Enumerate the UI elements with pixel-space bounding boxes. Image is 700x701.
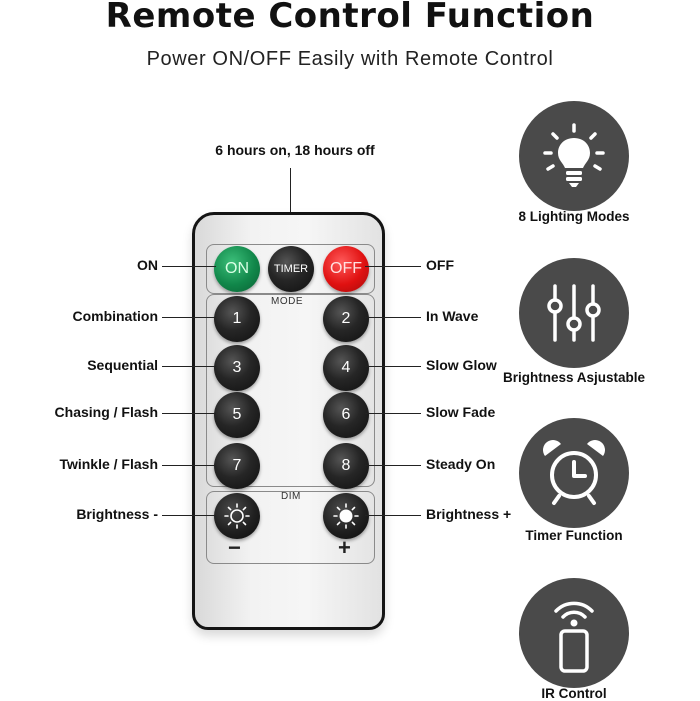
mode-button-2[interactable]: 2: [323, 296, 369, 342]
feature-ir-control: [519, 578, 629, 688]
leader-line: [162, 413, 216, 414]
label-brightness-plus: Brightness +: [426, 506, 512, 522]
dim-label: DIM: [281, 491, 301, 502]
label-brightness-minus: Brightness -: [76, 506, 158, 522]
mode-button-7[interactable]: 7: [214, 443, 260, 489]
label-off: OFF: [426, 257, 454, 273]
off-button[interactable]: OFF: [323, 246, 369, 292]
remote-control: MODE DIM ON TIMER OFF 1 2 3 4 5 6 7 8: [192, 212, 385, 630]
label-twinkle-flash: Twinkle / Flash: [59, 456, 158, 472]
mode-button-4[interactable]: 4: [323, 345, 369, 391]
feature-label-ir-control: IR Control: [541, 686, 607, 701]
sliders-icon: [547, 284, 601, 342]
mode-label: MODE: [271, 296, 303, 307]
leader-line: [365, 465, 421, 466]
leader-line: [365, 366, 421, 367]
leader-line: [162, 366, 216, 367]
timer-callout-line: [290, 168, 291, 246]
power-panel: [206, 244, 375, 294]
feature-timer: [519, 418, 629, 528]
mode-button-8[interactable]: 8: [323, 443, 369, 489]
mode-panel: [206, 294, 375, 487]
label-slow-fade: Slow Fade: [426, 404, 496, 420]
timer-callout-label: 6 hours on, 18 hours off: [215, 142, 375, 158]
label-chasing-flash: Chasing / Flash: [54, 404, 158, 420]
leader-line: [365, 317, 421, 318]
feature-label-timer: Timer Function: [525, 528, 623, 543]
leader-line: [162, 465, 216, 466]
label-on: ON: [137, 257, 158, 273]
on-button[interactable]: ON: [214, 246, 260, 292]
mode-button-3[interactable]: 3: [214, 345, 260, 391]
page-title: Remote Control Function: [105, 0, 595, 36]
label-slow-glow: Slow Glow: [426, 357, 497, 373]
leader-line: [162, 317, 216, 318]
brightness-down-button[interactable]: [214, 493, 260, 539]
label-in-wave: In Wave: [426, 308, 479, 324]
feature-label-lighting-modes: 8 Lighting Modes: [518, 209, 630, 224]
page-subtitle: Power ON/OFF Easily with Remote Control: [146, 48, 554, 70]
lightbulb-icon: [543, 123, 605, 187]
sun-outline-icon: [224, 503, 250, 529]
minus-sign: −: [228, 535, 241, 560]
mode-button-6[interactable]: 6: [323, 392, 369, 438]
leader-line: [365, 413, 421, 414]
feature-brightness: [519, 258, 629, 368]
remote-signal-icon: [554, 601, 594, 673]
timer-button[interactable]: TIMER: [268, 246, 314, 292]
leader-line: [365, 266, 421, 267]
alarm-clock-icon: [543, 440, 605, 505]
feature-lighting-modes: [519, 101, 629, 211]
brightness-up-button[interactable]: [323, 493, 369, 539]
leader-line: [162, 266, 216, 267]
leader-line: [365, 515, 421, 516]
label-combination: Combination: [72, 308, 158, 324]
mode-button-5[interactable]: 5: [214, 392, 260, 438]
leader-line: [162, 515, 216, 516]
label-sequential: Sequential: [87, 357, 158, 373]
label-steady-on: Steady On: [426, 456, 496, 472]
sun-filled-icon: [333, 503, 359, 529]
plus-sign: +: [338, 535, 351, 560]
dim-panel: [206, 491, 375, 564]
mode-button-1[interactable]: 1: [214, 296, 260, 342]
feature-label-brightness: Brightness Asjustable: [502, 370, 646, 385]
